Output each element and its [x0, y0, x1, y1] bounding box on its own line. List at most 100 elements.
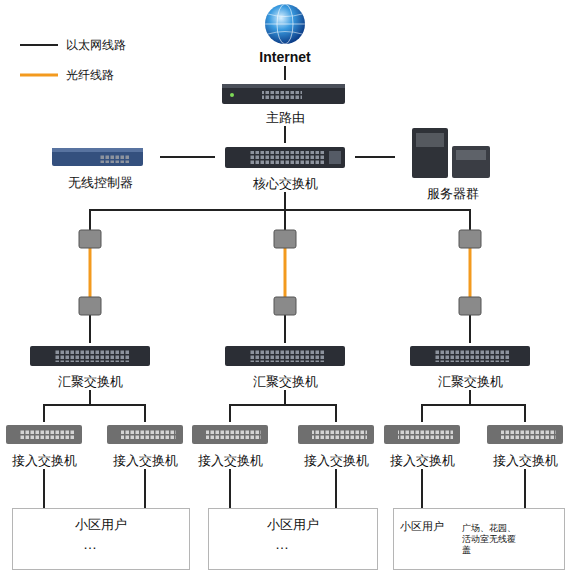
controller-icon [52, 148, 143, 166]
switch-ports [121, 429, 176, 440]
network-link [421, 469, 423, 508]
switch-ports [435, 350, 510, 362]
core-switch-icon [225, 147, 345, 168]
access-switch: 接入交换机 [293, 422, 379, 469]
core-switch-sfp [329, 151, 341, 164]
node-label: 接入交换机 [113, 453, 178, 469]
network-link [285, 390, 336, 422]
access-switch-icon [298, 425, 374, 444]
network-link [160, 156, 215, 158]
switch-ports [312, 429, 367, 440]
network-link [90, 390, 145, 422]
node-label: 汇聚交换机 [253, 374, 318, 390]
server-bay [456, 150, 486, 160]
server-icon [452, 146, 490, 178]
router-top [222, 84, 345, 88]
server-group: 服务器群 [395, 126, 510, 202]
controller-ports [100, 155, 130, 163]
network-link [422, 390, 470, 422]
user-area-box: 小区用户广场、花园、活动室无线覆盖 [393, 508, 565, 570]
media-converter [459, 297, 481, 315]
node-label: Internet [259, 48, 310, 66]
network-link [229, 469, 231, 508]
globe-equator [265, 24, 305, 25]
node-label: 小区用户 [267, 517, 319, 533]
wireless-coverage-area: 广场、花园、活动室无线覆盖 [460, 510, 560, 568]
controller-top [52, 148, 143, 152]
legend-line-sample [20, 74, 58, 77]
network-link [230, 390, 285, 422]
aggregation-switch-icon [30, 346, 150, 366]
node-label: 小区用户 [75, 517, 127, 533]
legend-text: 光纤线路 [66, 68, 114, 82]
user-area-box: 小区用户 [12, 508, 190, 570]
node-label: 无线控制器 [68, 175, 133, 191]
globe-parallels [268, 14, 302, 34]
access-switch: 接入交换机 [482, 422, 568, 469]
media-converter [274, 230, 296, 248]
aggregation-switch-icon [410, 346, 530, 366]
aggregation-switch: 汇聚交换机 [220, 343, 350, 390]
user-area-box: 小区用户 [208, 508, 378, 570]
access-switch-icon [6, 425, 82, 444]
legend-entry: 以太网线路 [66, 37, 126, 54]
network-link [285, 192, 470, 343]
ellipsis-label: … [83, 536, 97, 552]
access-switch-icon [107, 425, 183, 444]
aggregation-switch: 汇聚交换机 [405, 343, 535, 390]
switch-ports [55, 350, 130, 362]
access-switch: 接入交换机 [379, 422, 465, 469]
media-converter [79, 297, 101, 315]
node-label: 接入交换机 [390, 453, 455, 469]
network-link [524, 469, 526, 510]
access-switch-icon [192, 425, 268, 444]
network-link [470, 390, 525, 422]
node-label: 主路由 [266, 110, 305, 126]
wireless-controller: 无线控制器 [40, 143, 160, 191]
legend-entry: 光纤线路 [66, 67, 114, 84]
access-switch-icon [384, 425, 460, 444]
legend-line-sample [20, 44, 58, 46]
main-router: 主路由 [215, 80, 355, 126]
media-converter [79, 230, 101, 248]
media-converter [459, 230, 481, 248]
node-label: 接入交换机 [12, 453, 77, 469]
network-link [90, 192, 285, 343]
router-ports [262, 91, 302, 100]
node-label: 接入交换机 [198, 453, 263, 469]
network-link [43, 469, 45, 508]
server-bay [416, 133, 444, 147]
access-switch: 接入交换机 [1, 422, 87, 469]
internet-cloud: Internet [245, 0, 325, 66]
switch-ports [398, 429, 453, 440]
network-link [355, 156, 395, 158]
node-label: 服务器群 [427, 186, 479, 202]
router-led [230, 93, 234, 97]
node-label: 汇聚交换机 [58, 374, 123, 390]
media-converter [274, 297, 296, 315]
fiber-line [284, 248, 287, 297]
server-icon [412, 128, 448, 178]
switch-ports [20, 429, 75, 440]
access-switch-icon [487, 425, 563, 444]
aggregation-switch-icon [225, 346, 345, 366]
network-link [284, 126, 286, 143]
fiber-line [89, 248, 92, 297]
access-switch: 接入交换机 [187, 422, 273, 469]
legend-text: 以太网线路 [66, 38, 126, 52]
ellipsis-label: … [275, 536, 289, 552]
switch-ports [250, 350, 325, 362]
switch-ports [501, 429, 556, 440]
node-label: 核心交换机 [253, 176, 318, 192]
node-label: 广场、花园、活动室无线覆盖 [462, 523, 520, 556]
globe-icon [265, 4, 305, 44]
core-switch-ports [250, 151, 325, 164]
node-label: 接入交换机 [304, 453, 369, 469]
network-link [144, 469, 146, 508]
network-link [44, 390, 90, 422]
router-icon [222, 84, 345, 104]
node-label: 汇聚交换机 [438, 374, 503, 390]
